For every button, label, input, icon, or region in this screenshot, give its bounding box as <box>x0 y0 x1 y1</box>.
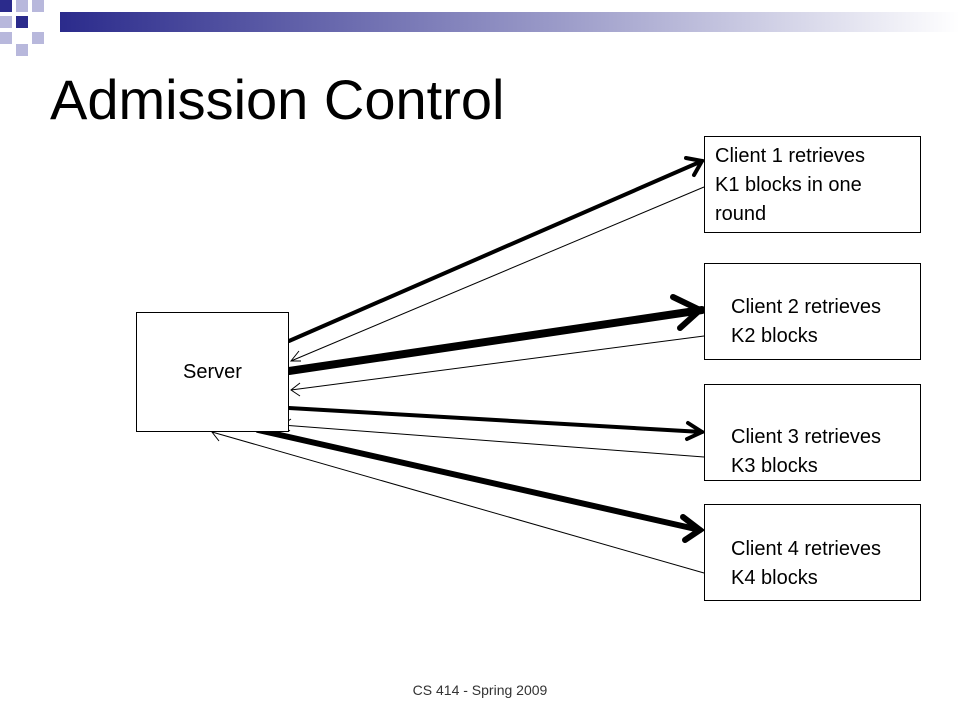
server-box: Server <box>136 312 289 432</box>
response-arrow-client-2 <box>290 335 705 397</box>
corner-square-2 <box>16 0 28 12</box>
client-2-text-line-1: Client 2 retrieves <box>731 296 882 318</box>
client-4-box: Client 4 retrieves K4 blocks <box>704 504 921 601</box>
corner-square-7 <box>32 32 44 44</box>
slide-title: Admission Control <box>50 68 505 131</box>
client-3-box: Client 3 retrieves K3 blocks <box>704 384 921 481</box>
corner-square-8 <box>16 44 28 56</box>
request-arrow-client-2 <box>285 294 706 375</box>
corner-square-5 <box>16 16 28 28</box>
client-1-box: Client 1 retrieves K1 blocks in one roun… <box>704 136 921 233</box>
request-arrow-client-3 <box>287 406 707 441</box>
client-2-text-line-2: K2 blocks <box>731 325 818 347</box>
client-4-text-line-1: Client 4 retrieves <box>731 538 882 560</box>
corner-square-4 <box>0 16 12 28</box>
slide-footer: CS 414 - Spring 2009 <box>412 682 548 698</box>
response-arrow-client-4 <box>211 428 705 574</box>
client-1-text-line-3: round <box>715 203 767 225</box>
corner-square-6 <box>0 32 12 44</box>
request-arrow-client-4 <box>255 427 706 543</box>
response-arrow-client-1 <box>289 186 705 362</box>
corner-square-3 <box>32 0 44 12</box>
client-4-text-line-2: K4 blocks <box>731 567 818 589</box>
corner-decoration <box>0 0 960 56</box>
corner-square-1 <box>0 0 12 12</box>
client-1-text-line-2: K1 blocks in one <box>715 174 862 196</box>
client-3-text-line-1: Client 3 retrieves <box>731 426 882 448</box>
header-gradient-bar <box>60 12 960 32</box>
client-1-text-line-1: Client 1 retrieves <box>715 145 866 167</box>
request-arrow-client-1 <box>287 156 706 343</box>
client-2-box: Client 2 retrieves K2 blocks <box>704 263 921 360</box>
server-label: Server <box>183 360 242 383</box>
client-3-text-line-2: K3 blocks <box>731 455 818 477</box>
